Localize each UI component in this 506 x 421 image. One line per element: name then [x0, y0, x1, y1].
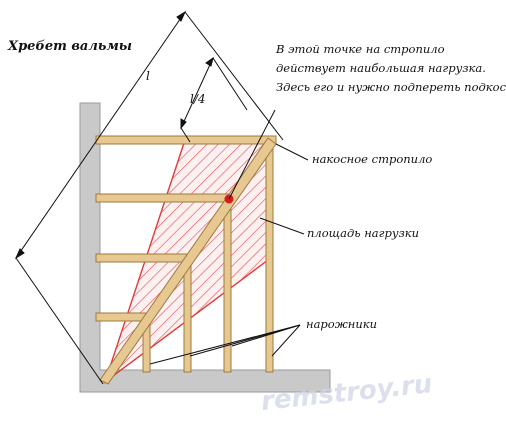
short-rafters-label: нарожники: [306, 317, 377, 331]
rafter-leader: [275, 143, 309, 161]
load-area-leader: [259, 217, 305, 235]
beam-2: [95, 193, 232, 203]
note-line-2: действует наибольшая нагрузка.: [276, 61, 486, 75]
beam-1: [95, 135, 277, 145]
note-line-3: Здесь его и нужно подпереть подкосом: [276, 80, 506, 94]
beam-3: [95, 253, 192, 263]
dimension-l: [14, 10, 284, 385]
post-4: [265, 141, 274, 373]
dimension-l-label: l: [146, 69, 150, 83]
short-rafters-leaders: [149, 324, 301, 365]
max-load-note: В этой точке на стропило действует наибо…: [275, 42, 506, 94]
note-leader: [228, 109, 276, 200]
load-area-label: площадь нагрузки: [307, 226, 419, 240]
wall: [79, 102, 331, 393]
rafter-label: накосное стропило: [312, 152, 432, 166]
dimension-quarter-label: l/4: [190, 92, 206, 106]
note-line-1: В этой точке на стропило: [275, 42, 445, 56]
dimension-quarter: [180, 56, 248, 143]
diagram-title: Хребет вальмы: [7, 39, 132, 54]
